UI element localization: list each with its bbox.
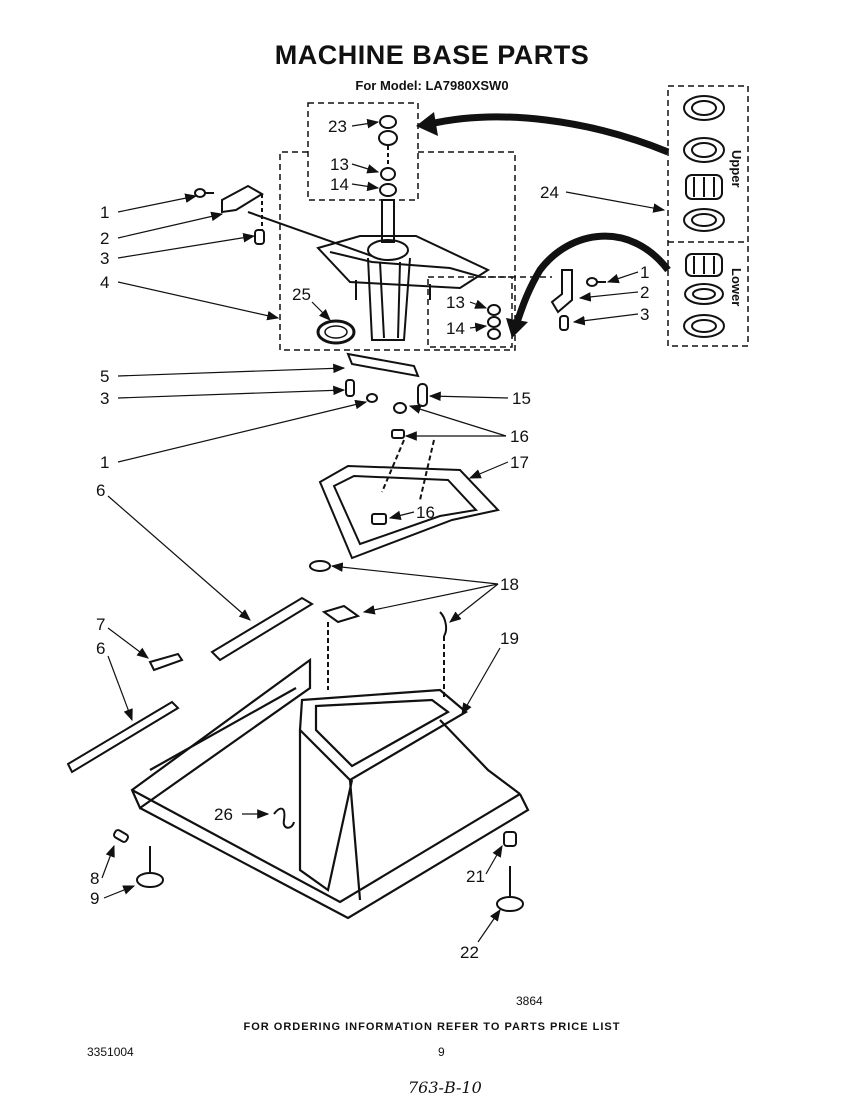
callout-17: 17 — [510, 453, 529, 472]
callout-24: 24 — [540, 183, 559, 202]
callout-16b: 16 — [416, 503, 435, 522]
callout-3: 3 — [100, 249, 109, 268]
part-5-bracket — [345, 352, 428, 439]
callout-9: 9 — [90, 889, 99, 908]
callout-13b: 13 — [446, 293, 465, 312]
part-25-ring — [316, 319, 356, 345]
callout-labels: 1 2 3 4 23 13 14 25 24 1 2 3 13 14 5 3 1… — [90, 117, 649, 962]
figure-number: 3864 — [516, 994, 543, 1008]
callout-1c: 1 — [100, 453, 109, 472]
upper-bearing-arrow — [429, 113, 670, 156]
part-26-spring — [273, 807, 295, 829]
page-number: 9 — [438, 1045, 445, 1059]
gearcase-top-parts — [378, 115, 398, 197]
leveling-feet — [113, 829, 524, 912]
left-bracket-parts — [194, 184, 373, 257]
callout-4: 4 — [100, 273, 109, 292]
page-title: MACHINE BASE PARTS — [274, 40, 590, 70]
document-number: 3351004 — [87, 1045, 134, 1059]
model-subtitle: For Model: LA7980XSW0 — [355, 78, 509, 93]
callout-2b: 2 — [640, 283, 649, 302]
right-small-parts — [487, 269, 606, 340]
callout-6b: 6 — [96, 639, 105, 658]
lower-label: Lower — [729, 268, 744, 306]
callout-1b: 1 — [640, 263, 649, 282]
callout-22: 22 — [460, 943, 479, 962]
callout-5: 5 — [100, 367, 109, 386]
callout-7: 7 — [96, 615, 105, 634]
callout-15: 15 — [512, 389, 531, 408]
callout-19: 19 — [500, 629, 519, 648]
drive-assembly — [316, 199, 491, 341]
callout-23: 23 — [328, 117, 347, 136]
callout-21: 21 — [466, 867, 485, 886]
upper-label: Upper — [729, 150, 744, 188]
handwritten-note: 763-B-10 — [408, 1078, 482, 1097]
ordering-footer: FOR ORDERING INFORMATION REFER TO PARTS … — [243, 1021, 621, 1033]
callout-26: 26 — [214, 805, 233, 824]
part-19-base-frame — [130, 657, 530, 920]
callout-8: 8 — [90, 869, 99, 888]
bearing-inset-parts — [683, 95, 725, 338]
callout-6: 6 — [96, 481, 105, 500]
callout-18: 18 — [500, 575, 519, 594]
callout-3c: 3 — [100, 389, 109, 408]
part-18-parts — [309, 560, 448, 700]
callout-16: 16 — [510, 427, 529, 446]
callout-14b: 14 — [446, 319, 465, 338]
callout-14: 14 — [330, 175, 349, 194]
dashed-group-boxes — [279, 85, 749, 351]
part-17-tub-support — [318, 439, 500, 560]
lower-bearing-arrow — [512, 232, 671, 327]
callout-1: 1 — [100, 203, 109, 222]
callout-3b: 3 — [640, 305, 649, 324]
callout-13: 13 — [330, 155, 349, 174]
callout-25: 25 — [292, 285, 311, 304]
callout-2: 2 — [100, 229, 109, 248]
leader-lines — [101, 118, 666, 943]
rail-parts — [66, 596, 314, 774]
